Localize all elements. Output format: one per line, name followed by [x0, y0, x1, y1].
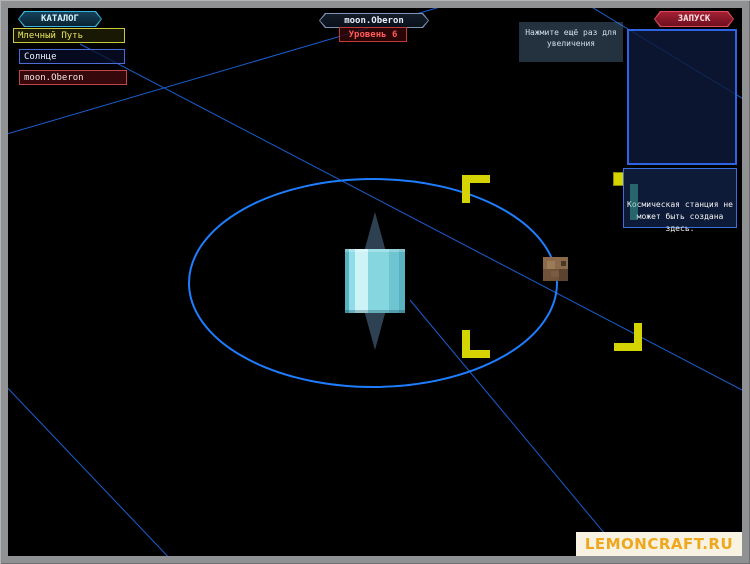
star-label: Солнце [24, 51, 57, 62]
selection-bracket-bottom-left-icon [462, 330, 490, 358]
level-label: Уровень 6 [348, 29, 398, 40]
selection-bracket-top-left-icon [462, 175, 490, 203]
solar-system-map[interactable]: КАТАЛОГ Млечный Путь Солнце moon.Oberon … [8, 8, 742, 556]
launch-button-label: ЗАПУСК [677, 14, 711, 24]
watermark-text: LEMONCRAFT.RU [584, 535, 734, 553]
info-panel [627, 29, 737, 165]
galaxy-label: Млечный Путь [18, 30, 84, 41]
watermark: LEMONCRAFT.RU [576, 532, 742, 556]
selected-body-label: moon.Oberon [24, 72, 84, 83]
orbit-ellipse [188, 178, 558, 388]
warning-text: Космическая станция не может быть создан… [627, 200, 733, 233]
sidebar-item-galaxy[interactable]: Млечный Путь [13, 28, 125, 43]
level-badge: Уровень 6 [339, 27, 407, 42]
body-name-plate: moon.Oberon [319, 13, 429, 28]
sidebar-item-selected-body[interactable]: moon.Oberon [19, 70, 127, 85]
catalog-button-label: КАТАЛОГ [41, 14, 79, 24]
zoom-tooltip: Нажмите ещё раз для увеличения [519, 22, 623, 62]
launch-button[interactable]: ЗАПУСК [654, 11, 734, 27]
selection-bracket-bottom-right-icon [614, 323, 642, 351]
warning-panel: Космическая станция не может быть создан… [623, 168, 737, 233]
sidebar-item-star[interactable]: Солнце [19, 49, 125, 64]
catalog-button[interactable]: КАТАЛОГ [18, 11, 102, 27]
asteroid-sprite[interactable] [543, 257, 568, 281]
body-name-label: moon.Oberon [344, 15, 404, 26]
orbit-line [8, 387, 169, 556]
planet-sprite[interactable] [345, 249, 405, 313]
orbit-line [79, 43, 742, 391]
gauge-bar [630, 184, 638, 220]
orbit-line [409, 299, 624, 556]
